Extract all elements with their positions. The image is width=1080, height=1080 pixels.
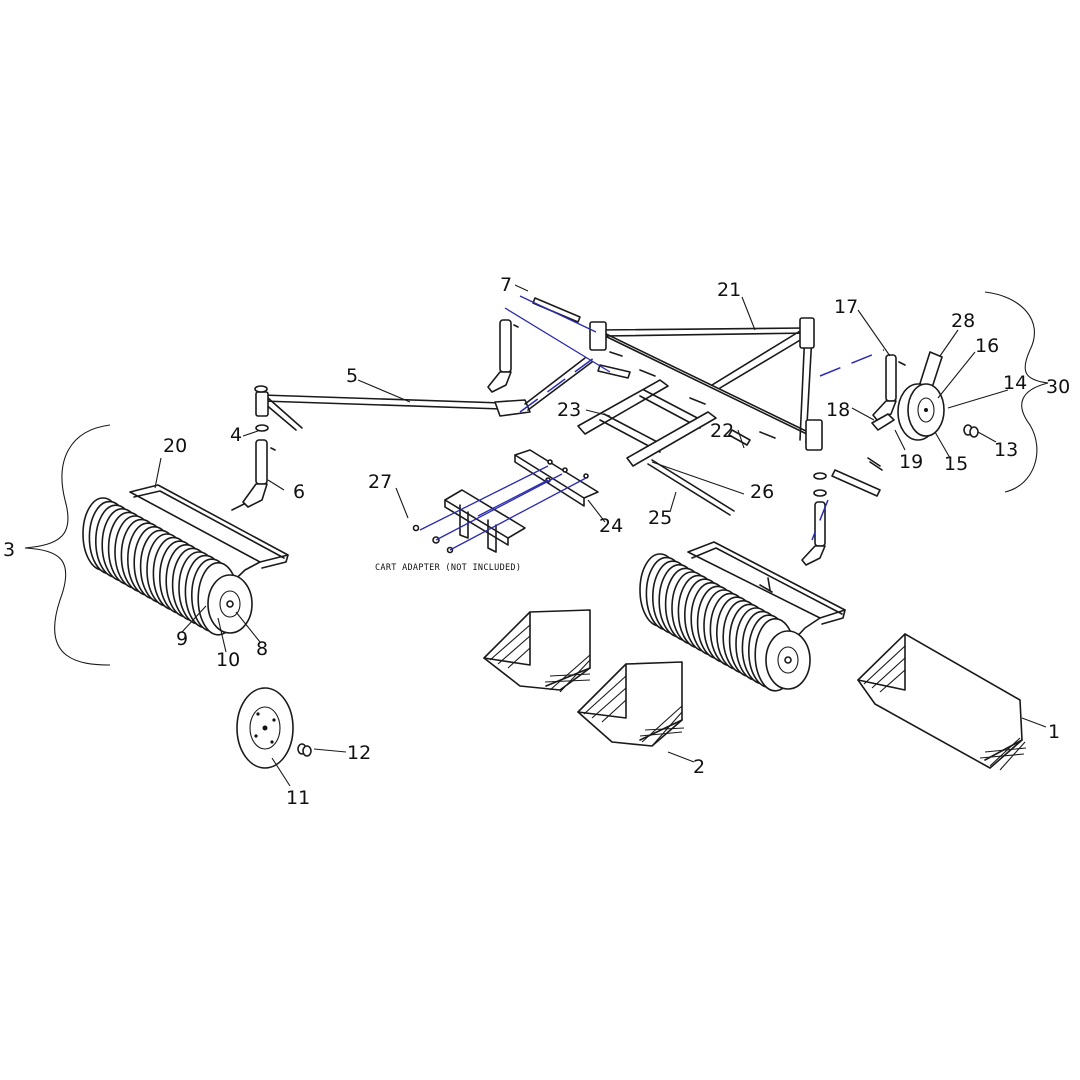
callout-labels: 1 2 3 4 5 6 7 8 9 10 11 12 13 14 15 16 1… [3,274,1070,809]
leader-lines [154,284,1047,787]
pin-19 [867,457,883,471]
callout-4: 4 [230,424,242,446]
alignment-lines [419,295,885,551]
callout-25: 25 [648,507,672,529]
callout-9: 9 [176,628,188,650]
callout-8: 8 [256,638,268,660]
roller-right [639,541,846,692]
callout-3: 3 [3,539,15,561]
callout-17: 17 [834,296,858,318]
main-frame [589,317,823,451]
callout-5: 5 [346,365,358,387]
post-left [487,319,519,393]
callout-10: 10 [216,649,240,671]
cart-adapter-caption: CART ADAPTER (NOT INCLUDED) [375,563,521,573]
basket-1 [857,633,1027,771]
callout-27: 27 [368,471,392,493]
brace-30 [984,291,1049,493]
wheel-11 [236,687,294,769]
callout-14: 14 [1003,372,1027,394]
callout-18: 18 [826,399,850,421]
callout-6: 6 [293,481,305,503]
callout-11: 11 [286,787,310,809]
callout-26: 26 [750,481,774,503]
callout-24: 24 [599,515,623,537]
callout-1: 1 [1048,721,1060,743]
callout-30: 30 [1046,376,1070,398]
washers-13 [963,424,979,438]
bushings-12 [297,743,312,757]
callout-7: 7 [500,274,512,296]
pin-7 [532,297,581,323]
gauge-wheel [871,351,945,441]
roller-left [82,484,289,636]
basket-2a [483,609,591,693]
callout-20: 20 [163,435,187,457]
callout-22: 22 [710,420,734,442]
callout-21: 21 [717,279,741,301]
arm-5 [255,357,593,431]
post-lower [801,472,827,566]
callout-16: 16 [975,335,999,357]
callout-28: 28 [951,310,975,332]
callout-12: 12 [347,742,371,764]
brace-3 [24,424,111,666]
callout-13: 13 [994,439,1018,461]
callout-15: 15 [944,453,968,475]
spindle-6 [231,385,276,511]
frame-pins [597,364,881,497]
callout-23: 23 [557,399,581,421]
callout-2: 2 [693,756,705,778]
callout-19: 19 [899,451,923,473]
subframe [577,379,735,516]
basket-2b [577,661,685,747]
cart-adapter [412,449,599,554]
